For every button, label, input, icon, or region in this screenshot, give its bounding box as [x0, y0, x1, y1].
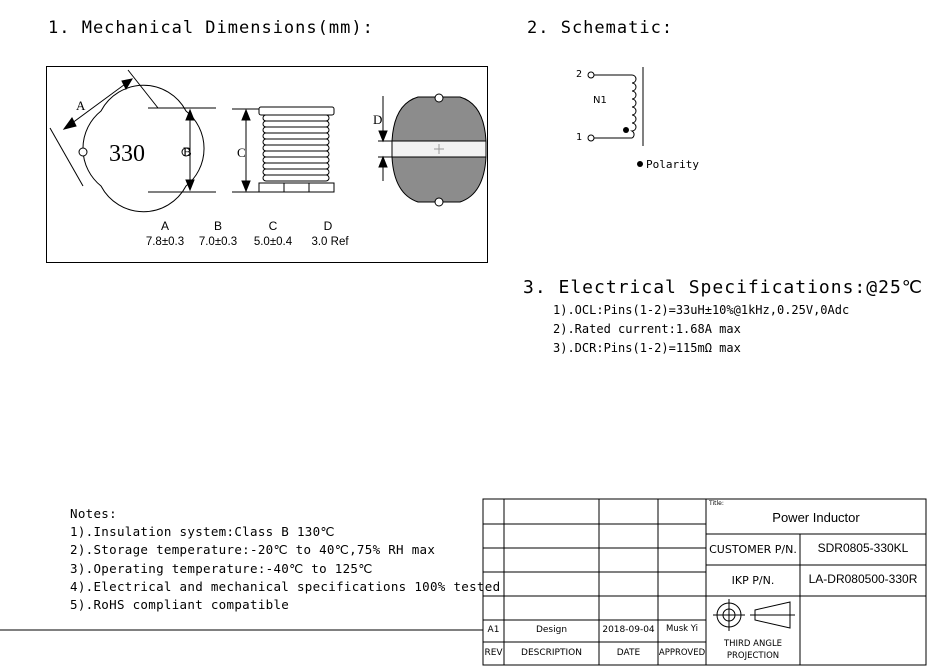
dim-value-d: 3.0 Ref [311, 236, 349, 248]
customer-pn-label: CUSTOMER P/N. [709, 543, 797, 556]
description-value: Design [535, 625, 568, 635]
dim-value-c: 5.0±0.4 [253, 236, 293, 248]
winding-turns [262, 114, 330, 182]
spec-dcr: 3).DCR:Pins(1-2)=115mΩ max [553, 341, 741, 355]
spec-ocl: 1).OCL:Pins(1-2)=33uH±10%@1kHz,0.25V,0Ad… [553, 303, 850, 317]
note-4: 4).Electrical and mechanical specificati… [70, 579, 501, 594]
dim-c-callout: C [237, 145, 246, 160]
note-3: 3).Operating temperature:-40℃ to 125℃ [70, 561, 373, 576]
note-2: 2).Storage temperature:-20℃ to 40℃,75% R… [70, 542, 436, 557]
dim-label-d: D [323, 219, 333, 233]
date-header: DATE [616, 648, 641, 658]
dim-label-b: B [213, 219, 222, 233]
date-value: 2018-09-04 [602, 625, 655, 635]
dimension-drawing: A B 330 C [49, 69, 487, 213]
mechanical-title: 1. Mechanical Dimensions(mm): [48, 18, 374, 38]
note-5: 5).RoHS compliant compatible [70, 597, 290, 612]
pin-2-label: 2 [576, 69, 583, 80]
top-view [49, 69, 216, 213]
customer-pn-value: SDR0805-330KL [817, 541, 909, 555]
part-marking: 330 [109, 141, 145, 167]
rev-header: REV [484, 648, 503, 658]
side-view [232, 106, 335, 193]
dim-label-a: A [160, 219, 169, 233]
title-caption: Title: [709, 500, 724, 507]
polarity-label: Polarity [646, 158, 699, 171]
schematic-title: 2. Schematic: [527, 18, 674, 38]
title-block-title: Power Inductor [772, 510, 860, 525]
coil-symbol [630, 74, 637, 139]
polarity-legend-dot [637, 161, 643, 167]
schematic-diagram [587, 67, 644, 167]
winding-label: N1 [593, 95, 607, 106]
dim-value-a: 7.8±0.3 [145, 236, 185, 248]
pin-1-label: 1 [576, 132, 583, 143]
spec-rated-current: 2).Rated current:1.68A max [553, 322, 741, 336]
dim-a-callout: A [76, 98, 86, 113]
dim-b-callout: B [183, 144, 192, 159]
electrical-title: 3. Electrical Specifications:@25℃ [523, 277, 923, 298]
dim-label-c: C [268, 219, 278, 233]
projection-line-1: THIRD ANGLE [723, 639, 783, 649]
bottom-view [378, 93, 487, 207]
note-1: 1).Insulation system:Class B 130℃ [70, 524, 335, 539]
third-angle-projection-icon [713, 599, 795, 631]
description-header: DESCRIPTION [521, 648, 582, 658]
notes-title: Notes: [70, 506, 117, 521]
approved-value: Musk Yi [665, 624, 699, 634]
dim-value-b: 7.0±0.3 [198, 236, 238, 248]
rev-value: A1 [487, 625, 500, 635]
polarity-dot [623, 127, 629, 133]
dim-d-callout: D [373, 112, 382, 127]
ikp-pn-label: IKP P/N. [731, 574, 775, 587]
dimension-drawing-frame [46, 66, 488, 263]
projection-line-2: PROJECTION [726, 651, 780, 661]
approved-header: APPROVED [658, 648, 706, 658]
ikp-pn-value: LA-DR080500-330R [808, 572, 918, 586]
